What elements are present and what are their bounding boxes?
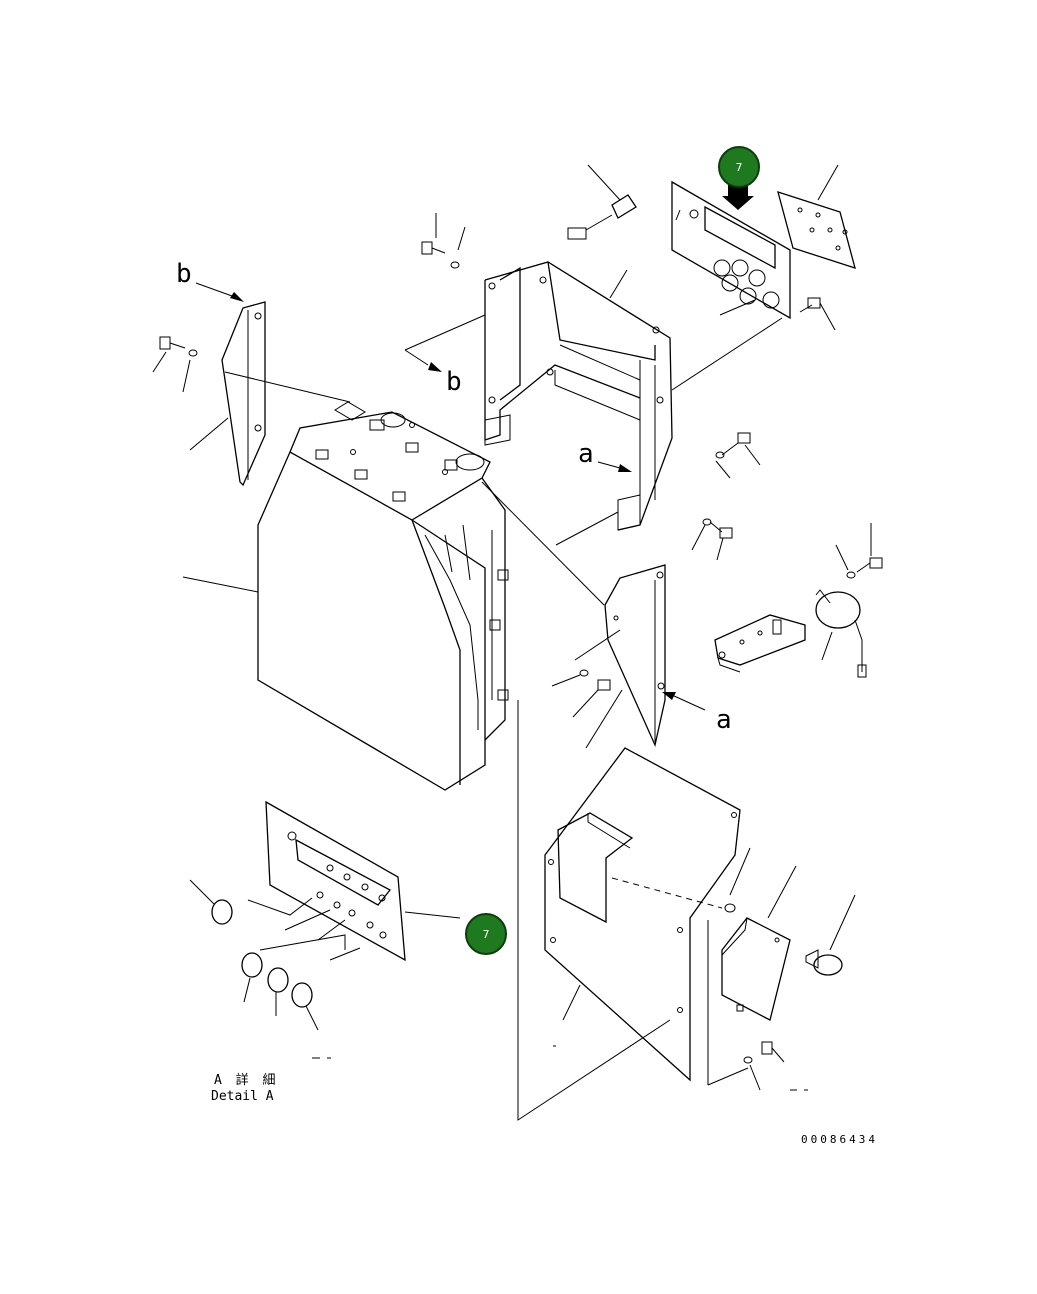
view-arrows bbox=[195, 182, 754, 711]
detail-caption-jp: A 詳 細 bbox=[214, 1072, 278, 1088]
switch-panel-top bbox=[671, 180, 791, 320]
round-knob bbox=[805, 894, 856, 976]
view-letter-b-upper: b bbox=[176, 259, 192, 289]
callout-badge-bottom[interactable]: 7 bbox=[465, 913, 507, 955]
drawing-number: 00086434 bbox=[801, 1133, 878, 1146]
view-letter-a-lower: a bbox=[716, 705, 732, 735]
view-letter-b-lower: b bbox=[446, 367, 462, 397]
switch-knobs bbox=[189, 879, 331, 1059]
cable-harness bbox=[567, 164, 637, 240]
callout-badge-top-label: 7 bbox=[736, 161, 743, 174]
left-side-cover bbox=[189, 301, 351, 487]
fasteners bbox=[152, 213, 883, 1091]
relay-assembly bbox=[714, 589, 867, 678]
gasket-sheet bbox=[777, 164, 856, 269]
view-letter-a-upper: a bbox=[578, 439, 594, 469]
small-cover-box bbox=[721, 865, 797, 1021]
console-housing bbox=[182, 401, 509, 791]
right-side-cover bbox=[481, 481, 671, 1121]
upper-frame bbox=[484, 261, 783, 531]
detail-caption-en: Detail A bbox=[211, 1089, 274, 1104]
switch-panel-detail bbox=[247, 800, 461, 962]
callout-badge-top[interactable]: 7 bbox=[718, 146, 760, 188]
callout-badge-bottom-label: 7 bbox=[483, 928, 490, 941]
lower-cover-plate bbox=[544, 747, 749, 1086]
